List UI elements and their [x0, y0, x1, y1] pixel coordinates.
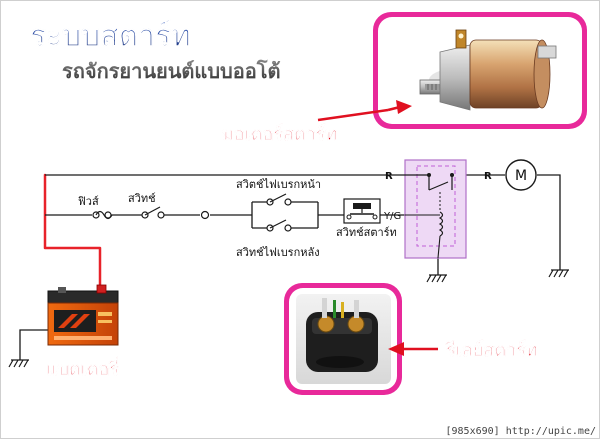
- battery-label: แบตเตอรี่: [46, 356, 119, 380]
- motor-symbol-letter: M: [515, 168, 527, 184]
- switch-label: สวิทช์: [128, 192, 156, 205]
- starter-motor-photo: [419, 29, 557, 111]
- starter-motor-arrow-shaft: [387, 105, 401, 112]
- red-wiring: [43, 173, 102, 288]
- starter-relay-callout: [284, 283, 402, 395]
- battery-icon: [47, 284, 119, 346]
- rear-brake-switch-symbol: [266, 219, 292, 232]
- fuse-label: ฟิวส์: [78, 195, 99, 208]
- start-switch-symbol: [343, 198, 381, 224]
- starter-relay-symbol: [374, 159, 467, 259]
- starter-motor-label: มอเตอร์สตาร์ท: [222, 123, 337, 145]
- battery-positive-wire: [43, 173, 102, 288]
- starter-motor-arrowhead: [396, 100, 412, 114]
- ground-icon-motor: [548, 269, 569, 278]
- front-brake-switch-label: สวิตช์ไฟเบรกหน้า: [236, 178, 321, 191]
- fuse-symbol: [92, 210, 113, 220]
- black-wiring: [19, 174, 561, 360]
- starter-relay-label: รีเลย์สตาร์ท: [445, 339, 538, 361]
- start-switch-label: สวิทช์สตาร์ท: [336, 226, 397, 239]
- motor-symbol: [505, 159, 537, 191]
- rear-brake-switch-label: สวิทช์ไฟเบรกหลัง: [236, 246, 320, 259]
- front-brake-switch-symbol: [266, 193, 292, 206]
- main-switch-symbol: [141, 206, 165, 219]
- starter-relay-arrowhead: [388, 342, 404, 356]
- ground-icon-relay: [426, 274, 447, 283]
- watermark-text: [985x690] http://upic.me/: [445, 426, 596, 437]
- junction-node: [200, 210, 210, 220]
- title-sub: รถจักรยานยนต์แบบออโต้: [62, 59, 280, 83]
- starter-motor-pointer: [317, 108, 389, 122]
- terminal-yg: Y/G: [383, 211, 401, 222]
- ground-icon-battery: [8, 359, 29, 368]
- starter-motor-callout: [373, 12, 587, 129]
- starter-relay-photo: [296, 294, 391, 384]
- terminal-r-left: R: [385, 171, 393, 182]
- title-main: ระบบสตาร์ท: [30, 19, 191, 54]
- motor-ground-lead: [537, 174, 561, 270]
- terminal-r-right: R: [484, 171, 492, 182]
